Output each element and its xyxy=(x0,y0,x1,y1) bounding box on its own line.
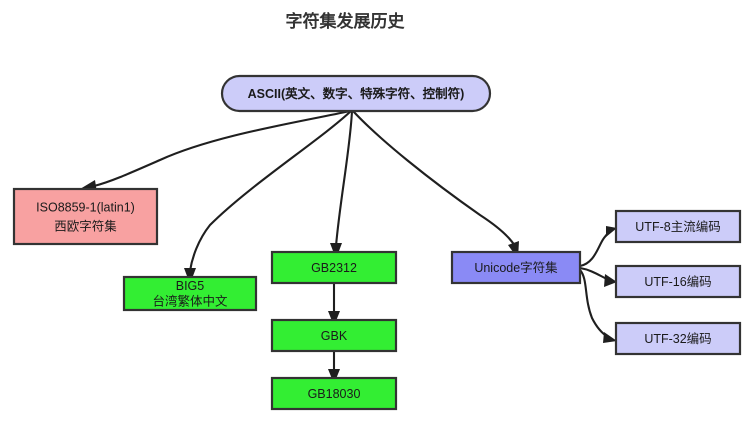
node-utf16[interactable]: UTF-16编码 xyxy=(614,264,742,299)
edge-unicode-to-utf32 xyxy=(578,268,617,343)
node-label-iso8859-line2: 西欧字符集 xyxy=(54,218,117,233)
node-label-utf8: UTF-8主流编码 xyxy=(635,219,720,234)
edge-path xyxy=(334,109,354,248)
node-label-unicode: Unicode字符集 xyxy=(474,260,558,275)
node-label-iso8859-line1: ISO8859-1(latin1) xyxy=(36,200,135,214)
node-label-utf16: UTF-16编码 xyxy=(644,274,711,289)
edge-path xyxy=(351,109,517,248)
node-unicode[interactable]: Unicode字符集 xyxy=(450,250,582,285)
node-shape[interactable] xyxy=(122,275,258,312)
node-layer: ASCII(英文、数字、特殊字符、控制符) ISO8859-1(latin1) … xyxy=(12,74,742,411)
node-shape[interactable] xyxy=(220,74,492,113)
arrowhead-icon xyxy=(604,274,617,287)
node-shape[interactable] xyxy=(270,318,398,353)
node-label-big5-line1: BIG5 xyxy=(176,279,205,293)
edge-unicode-to-utf16 xyxy=(578,266,617,287)
edge-gbk-to-gb18030 xyxy=(328,349,340,384)
node-shape[interactable] xyxy=(270,250,398,285)
node-label-gb18030: GB18030 xyxy=(308,387,361,401)
node-label-gb2312: GB2312 xyxy=(311,261,357,275)
arrowhead-icon xyxy=(603,332,617,343)
edge-unicode-to-utf8 xyxy=(578,226,617,268)
edge-path xyxy=(188,109,353,273)
node-gb2312[interactable]: GB2312 xyxy=(270,250,398,285)
node-shape[interactable] xyxy=(614,264,742,299)
node-label-gbk: GBK xyxy=(321,329,348,343)
node-big5[interactable]: BIG5 台湾繁体中文 xyxy=(122,275,258,312)
node-shape[interactable] xyxy=(614,321,742,356)
node-label-big5-line2: 台湾繁体中文 xyxy=(152,293,228,308)
arrowhead-icon xyxy=(606,226,617,237)
node-gbk[interactable]: GBK xyxy=(270,318,398,353)
node-ascii[interactable]: ASCII(英文、数字、特殊字符、控制符) xyxy=(220,74,492,113)
node-gb18030[interactable]: GB18030 xyxy=(270,376,398,411)
node-utf8[interactable]: UTF-8主流编码 xyxy=(614,209,742,244)
node-label-ascii: ASCII(英文、数字、特殊字符、控制符) xyxy=(248,86,465,101)
arrowhead-icon xyxy=(328,369,340,384)
node-label-utf32: UTF-32编码 xyxy=(644,331,711,346)
node-iso8859[interactable]: ISO8859-1(latin1) 西欧字符集 xyxy=(12,187,159,246)
arrowhead-icon xyxy=(328,311,340,326)
node-shape[interactable] xyxy=(270,376,398,411)
edge-gb2312-to-gbk xyxy=(328,281,340,326)
edge-path xyxy=(578,268,610,339)
edge-path xyxy=(92,109,352,188)
node-shape[interactable] xyxy=(450,250,582,285)
node-shape[interactable] xyxy=(614,209,742,244)
node-shape[interactable] xyxy=(12,187,159,246)
page-title: 字符集发展历史 xyxy=(286,11,406,31)
node-utf32[interactable]: UTF-32编码 xyxy=(614,321,742,356)
